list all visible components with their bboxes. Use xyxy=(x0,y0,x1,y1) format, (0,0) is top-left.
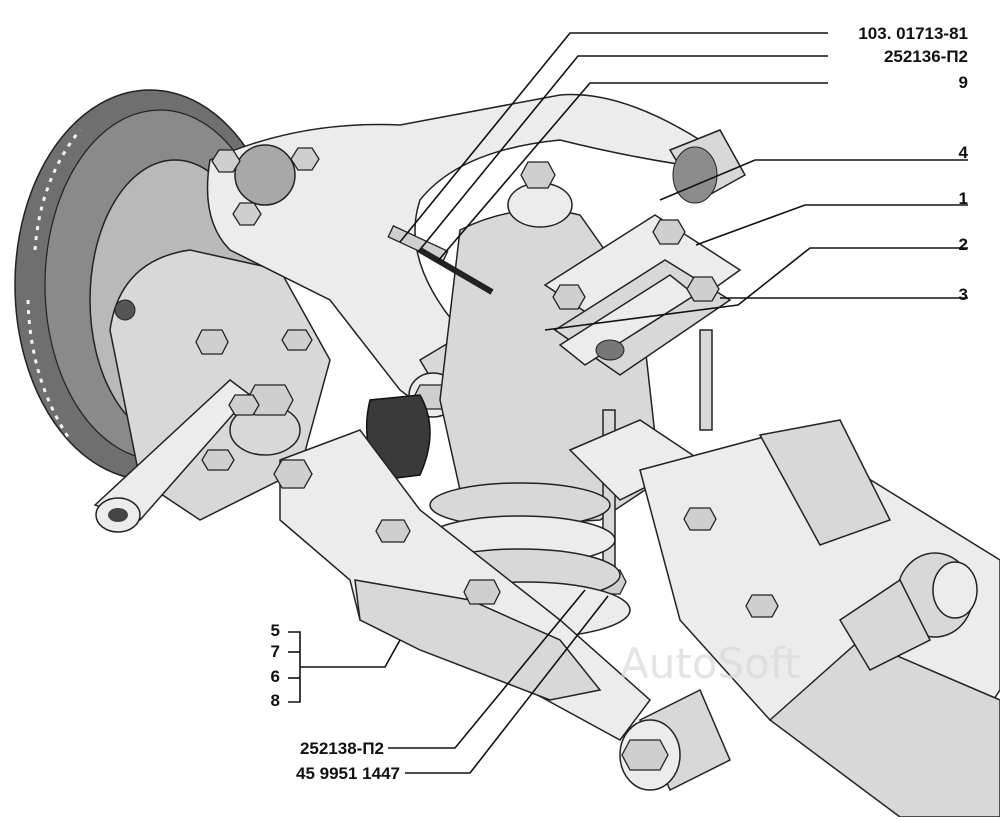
label-6: 6 xyxy=(271,667,280,686)
label-7: 7 xyxy=(271,642,280,661)
label-8: 8 xyxy=(271,691,280,710)
part-labels: 103. 01713-81 252136-П2 9 4 1 2 3 5 7 6 … xyxy=(271,24,969,783)
cross-member xyxy=(639,419,1000,818)
frame-bushings xyxy=(619,552,978,792)
label-1: 1 xyxy=(959,189,968,208)
label-9: 9 xyxy=(959,73,968,92)
watermark: AutoSoft xyxy=(620,639,800,688)
ball-joint xyxy=(195,329,313,471)
leader-lines xyxy=(288,32,968,774)
label-4: 4 xyxy=(959,143,969,162)
label-252138-p2: 252138-П2 xyxy=(300,739,384,758)
label-45-9951-1447: 45 9951 1447 xyxy=(296,764,400,783)
label-2: 2 xyxy=(959,235,968,254)
label-103-01713-81: 103. 01713-81 xyxy=(858,24,968,43)
rubber-boot xyxy=(365,394,431,481)
label-3: 3 xyxy=(959,285,968,304)
label-252136-p2: 252136-П2 xyxy=(884,47,968,66)
label-5: 5 xyxy=(271,621,280,640)
lower-control-arm xyxy=(273,429,652,741)
